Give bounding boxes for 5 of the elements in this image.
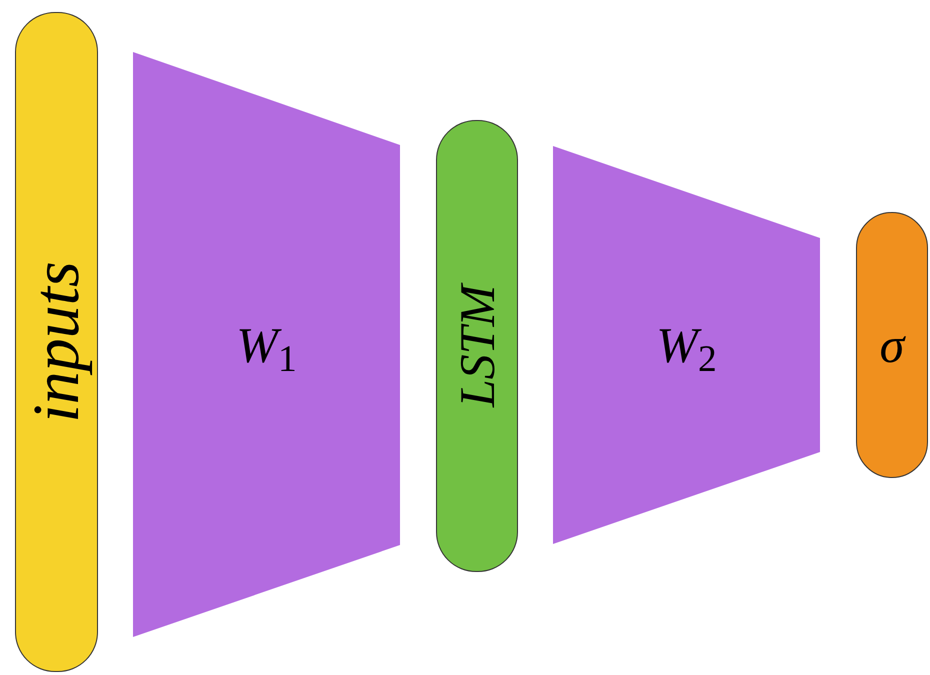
- layer-label: LSTM: [452, 284, 502, 408]
- layer-label: σ: [880, 320, 904, 370]
- layer-label: inputs: [24, 261, 90, 423]
- layer-label: W$_{1}$: [236, 320, 297, 370]
- layer-label: W$_{2}$: [656, 320, 717, 370]
